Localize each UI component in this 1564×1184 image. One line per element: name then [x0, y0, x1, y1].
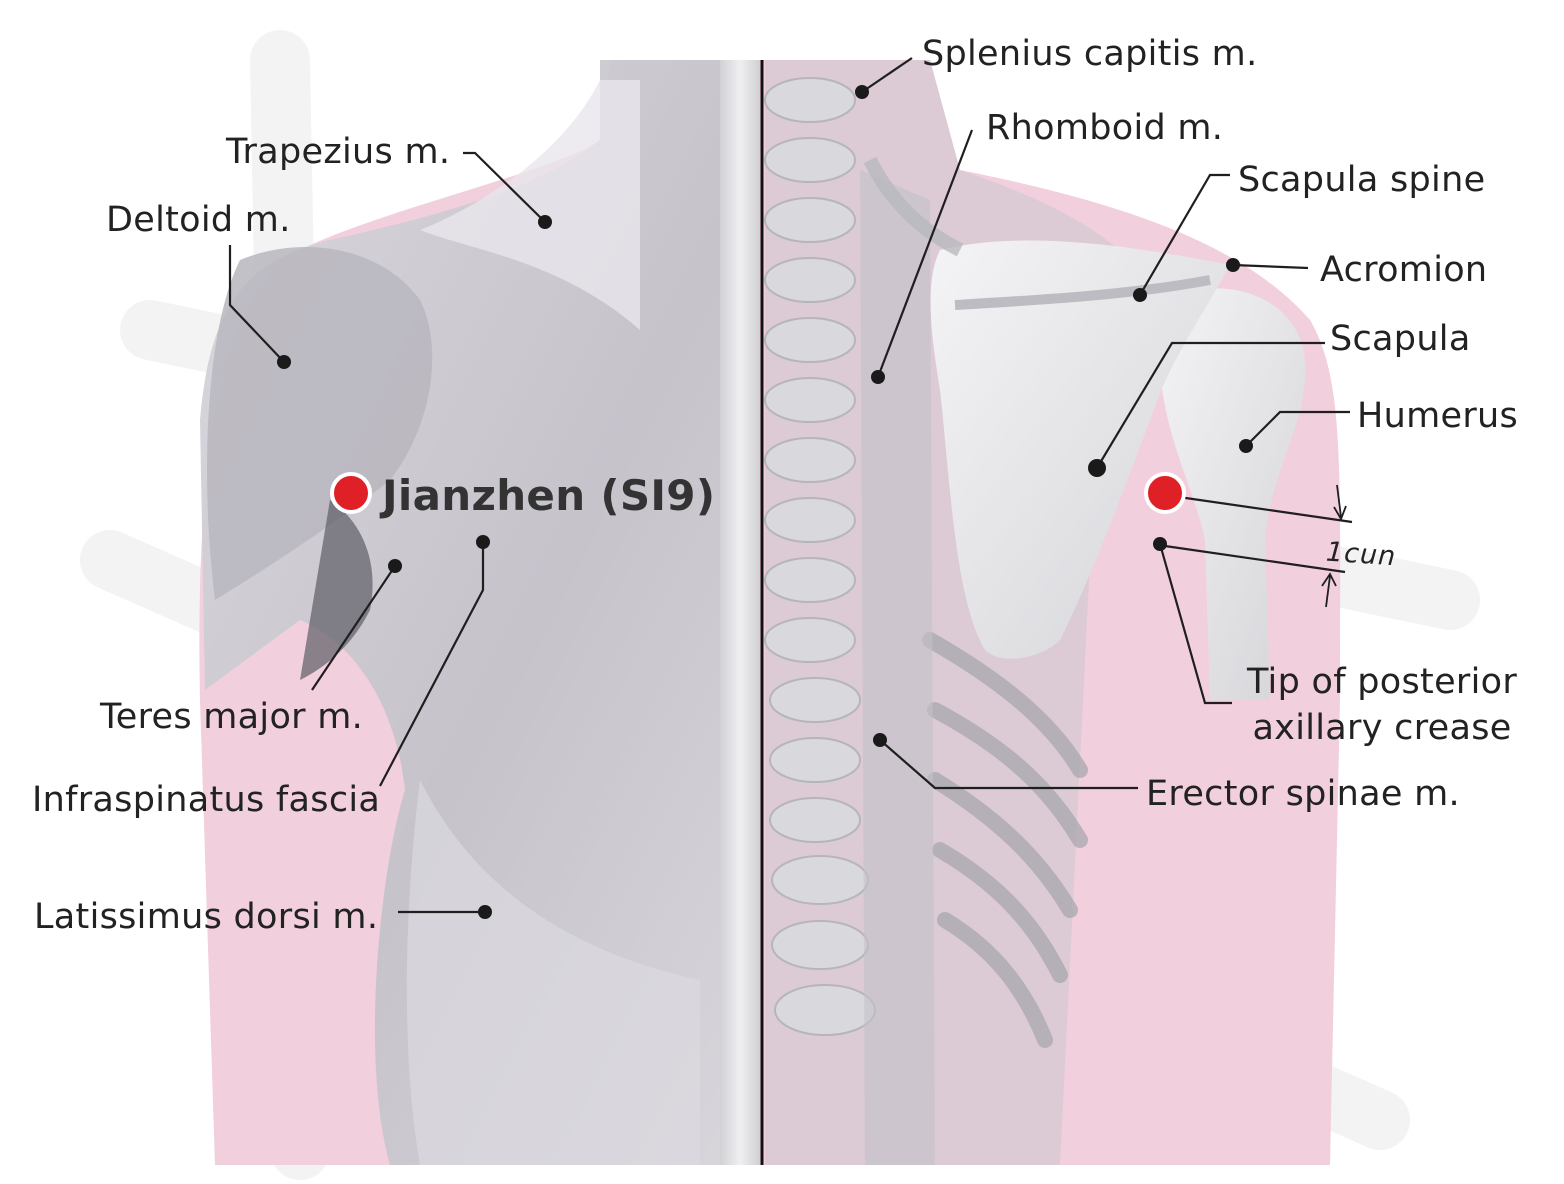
measure-arrows [1321, 484, 1347, 608]
dot-axillary [1153, 537, 1167, 551]
dot-scapula-spine [1133, 288, 1147, 302]
leader-rhomboid [876, 129, 974, 378]
leader-infraspinatus [379, 542, 485, 787]
leader-lines [228, 57, 1353, 914]
dot-erector [873, 733, 887, 747]
measure-arrow-top [1336, 484, 1342, 518]
label-latissimus-dorsi: Latissimus dorsi m. [34, 897, 379, 937]
acupoints [330, 472, 1186, 514]
dot-acromion [1226, 258, 1240, 272]
label-humerus: Humerus [1357, 396, 1519, 436]
dot-teres [388, 559, 402, 573]
leader-scapula [1096, 341, 1325, 469]
dot-trapezius [538, 215, 552, 229]
label-scapula: Scapula [1330, 319, 1471, 359]
dot-deltoid [277, 355, 291, 369]
leader-teres [311, 565, 396, 691]
label-splenius-capitis: Splenius capitis m. [922, 34, 1258, 74]
leader-axillary [1158, 543, 1232, 705]
leader-deltoid [228, 245, 285, 363]
acupoint-title: Jianzhen (SI9) [382, 471, 716, 520]
vertebrae [764, 77, 876, 1036]
leader-trapezius [463, 151, 546, 223]
label-axillary-crease-line2: axillary crease [1252, 708, 1512, 748]
leader-acromion [1232, 263, 1309, 270]
label-scapula-spine: Scapula spine [1238, 160, 1486, 200]
dot-infraspinatus [476, 535, 490, 549]
dot-scapula [1088, 459, 1106, 477]
ref-line-upper [1164, 493, 1353, 524]
label-acromion: Acromion [1320, 250, 1488, 290]
leader-splenius [861, 57, 913, 93]
label-teres-major: Teres major m. [100, 697, 364, 737]
dot-splenius [855, 85, 869, 99]
acupoint-left [330, 472, 372, 514]
leader-humerus [1245, 410, 1350, 447]
label-rhomboid: Rhomboid m. [986, 108, 1224, 148]
label-trapezius: Trapezius m. [226, 132, 451, 172]
dot-latissimus [478, 905, 492, 919]
label-infraspinatus-fascia: Infraspinatus fascia [32, 780, 381, 820]
label-axillary-crease-line1: Tip of posterior [1246, 662, 1518, 702]
dot-rhomboid [871, 370, 885, 384]
torso [199, 60, 1341, 1165]
marker-dots [277, 85, 1253, 919]
leader-scapula-spine [1139, 173, 1230, 296]
measure-arrow-bottom [1325, 575, 1331, 608]
acupoint-right [1144, 472, 1186, 514]
measurement-label: 1cun [1325, 536, 1398, 573]
label-erector-spinae: Erector spinae m. [1146, 774, 1460, 814]
dot-humerus [1239, 439, 1253, 453]
ref-line-lower [1164, 544, 1346, 574]
label-deltoid: Deltoid m. [106, 200, 291, 240]
leader-erector [879, 739, 1138, 790]
